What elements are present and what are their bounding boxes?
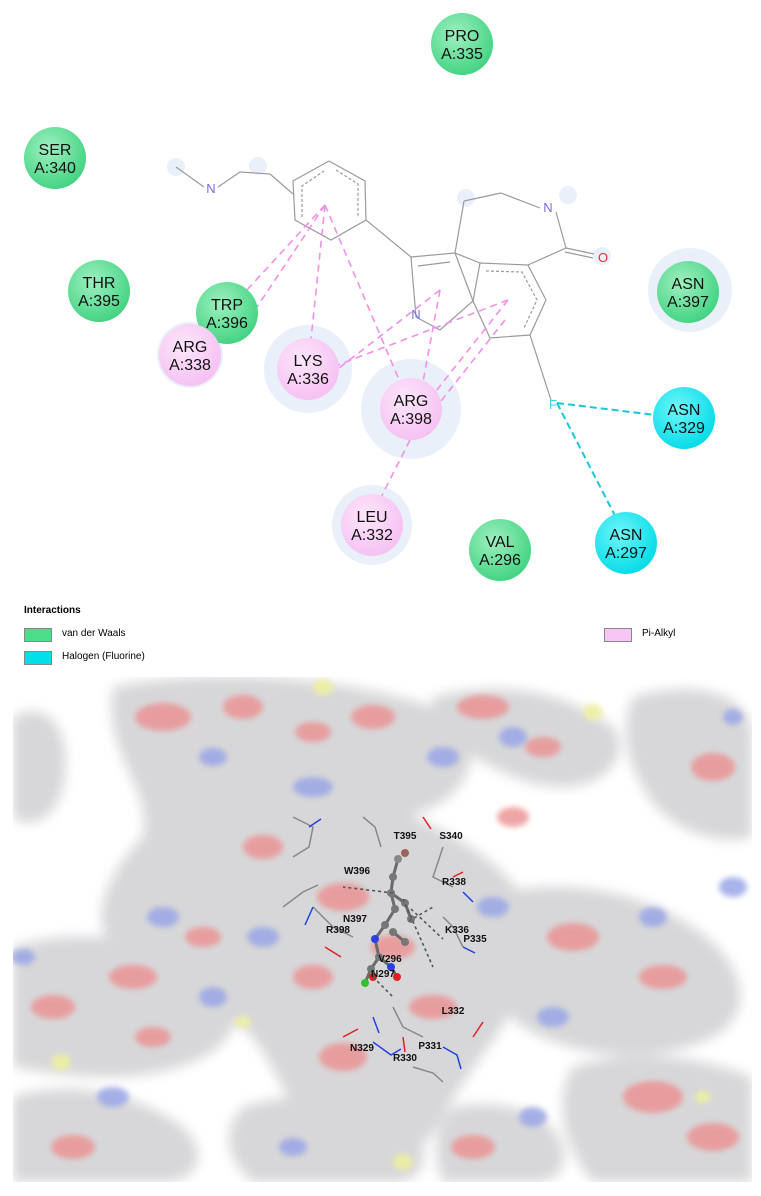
residue-position: A:398	[390, 411, 432, 428]
residue-disc	[341, 494, 403, 556]
residue-disc	[431, 13, 493, 75]
residue-position: A:336	[287, 371, 329, 388]
residue-position: A:297	[605, 545, 647, 562]
surface-label-r338: R338	[442, 877, 466, 888]
residue-name: ARG	[394, 393, 429, 410]
residue-name: THR	[83, 275, 116, 292]
residue-disc	[24, 127, 86, 189]
surface-label-r398: R398	[326, 925, 350, 936]
surface-label-k336: K336	[445, 925, 469, 936]
legend-swatch-halogen	[24, 651, 52, 665]
surface-oxygen-patches	[31, 695, 739, 1159]
residue-disc	[68, 260, 130, 322]
residue-disc	[196, 282, 258, 344]
legend-label-vdw: van der Waals	[62, 628, 126, 639]
ligand-atom-o: O	[598, 250, 608, 265]
surface-label-v296: V296	[378, 954, 402, 965]
residue-name: SER	[39, 142, 72, 159]
pi-alkyl-interactions	[189, 204, 509, 516]
residue-name: VAL	[485, 534, 514, 551]
residue-name: ASN	[610, 527, 643, 544]
residue-position: A:335	[441, 46, 483, 63]
residue-position: A:338	[169, 357, 211, 374]
ligand-structure	[175, 160, 595, 401]
residue-position: A:329	[663, 420, 705, 437]
surface-dashed-interactions	[342, 886, 444, 998]
ligand-atom-n2: N	[411, 307, 420, 322]
residue-name: TRP	[211, 297, 243, 314]
residue-position: A:396	[206, 315, 248, 332]
legend-title: Interactions	[24, 605, 81, 616]
surface-label-n397: N397	[343, 914, 367, 925]
halo-o	[593, 247, 611, 265]
residue-name: ASN	[668, 402, 701, 419]
surface-nitrogen-patches	[13, 709, 747, 1156]
legend-label-pialkyl: Pi-Alkyl	[642, 628, 676, 639]
halo-c3	[457, 189, 475, 207]
legend-swatch-pialkyl	[604, 628, 632, 642]
residue-position: A:296	[479, 552, 521, 569]
residue-name: PRO	[445, 28, 480, 45]
surface-label-r330: R330	[393, 1053, 417, 1064]
residue-disc	[159, 324, 221, 386]
halo-c2	[249, 157, 267, 175]
residue-disc	[277, 338, 339, 400]
surface-label-s340: S340	[439, 831, 463, 842]
surface-label-t395: T395	[394, 831, 417, 842]
halo-n-right	[559, 186, 577, 204]
residue-disc	[657, 261, 719, 323]
surface-label-p335: P335	[463, 934, 487, 945]
legend-swatch-vdw	[24, 628, 52, 642]
solvent-halos	[157, 157, 732, 565]
surface-residue-sticks	[282, 816, 484, 1083]
residue-name: ASN	[672, 276, 705, 293]
residue-disc	[380, 378, 442, 440]
legend-label-halogen: Halogen (Fluorine)	[62, 651, 145, 662]
residue-name: LEU	[356, 509, 387, 526]
surface-label-w396: W396	[344, 866, 371, 877]
surface-label-n297: N297	[371, 969, 395, 980]
residue-name: LYS	[293, 353, 322, 370]
residue-disc	[469, 519, 531, 581]
residue-position: A:332	[351, 527, 393, 544]
residue-disc	[595, 512, 657, 574]
residue-name: ARG	[173, 339, 208, 356]
surface-sulfur-patches	[51, 679, 711, 1170]
ligand-atom-f: F	[549, 397, 557, 412]
surface-label-n329: N329	[350, 1043, 374, 1054]
residue-disc	[653, 387, 715, 449]
residue-position: A:397	[667, 294, 709, 311]
surface-label-p331: P331	[418, 1041, 442, 1052]
surface-label-l332: L332	[442, 1006, 465, 1017]
ligand-atom-n3: N	[543, 200, 552, 215]
ligand-atom-n1: N	[206, 181, 215, 196]
residue-position: A:340	[34, 160, 76, 177]
residue-position: A:395	[78, 293, 120, 310]
legend: Interactions van der Waals Halogen (Fluo…	[0, 600, 761, 675]
